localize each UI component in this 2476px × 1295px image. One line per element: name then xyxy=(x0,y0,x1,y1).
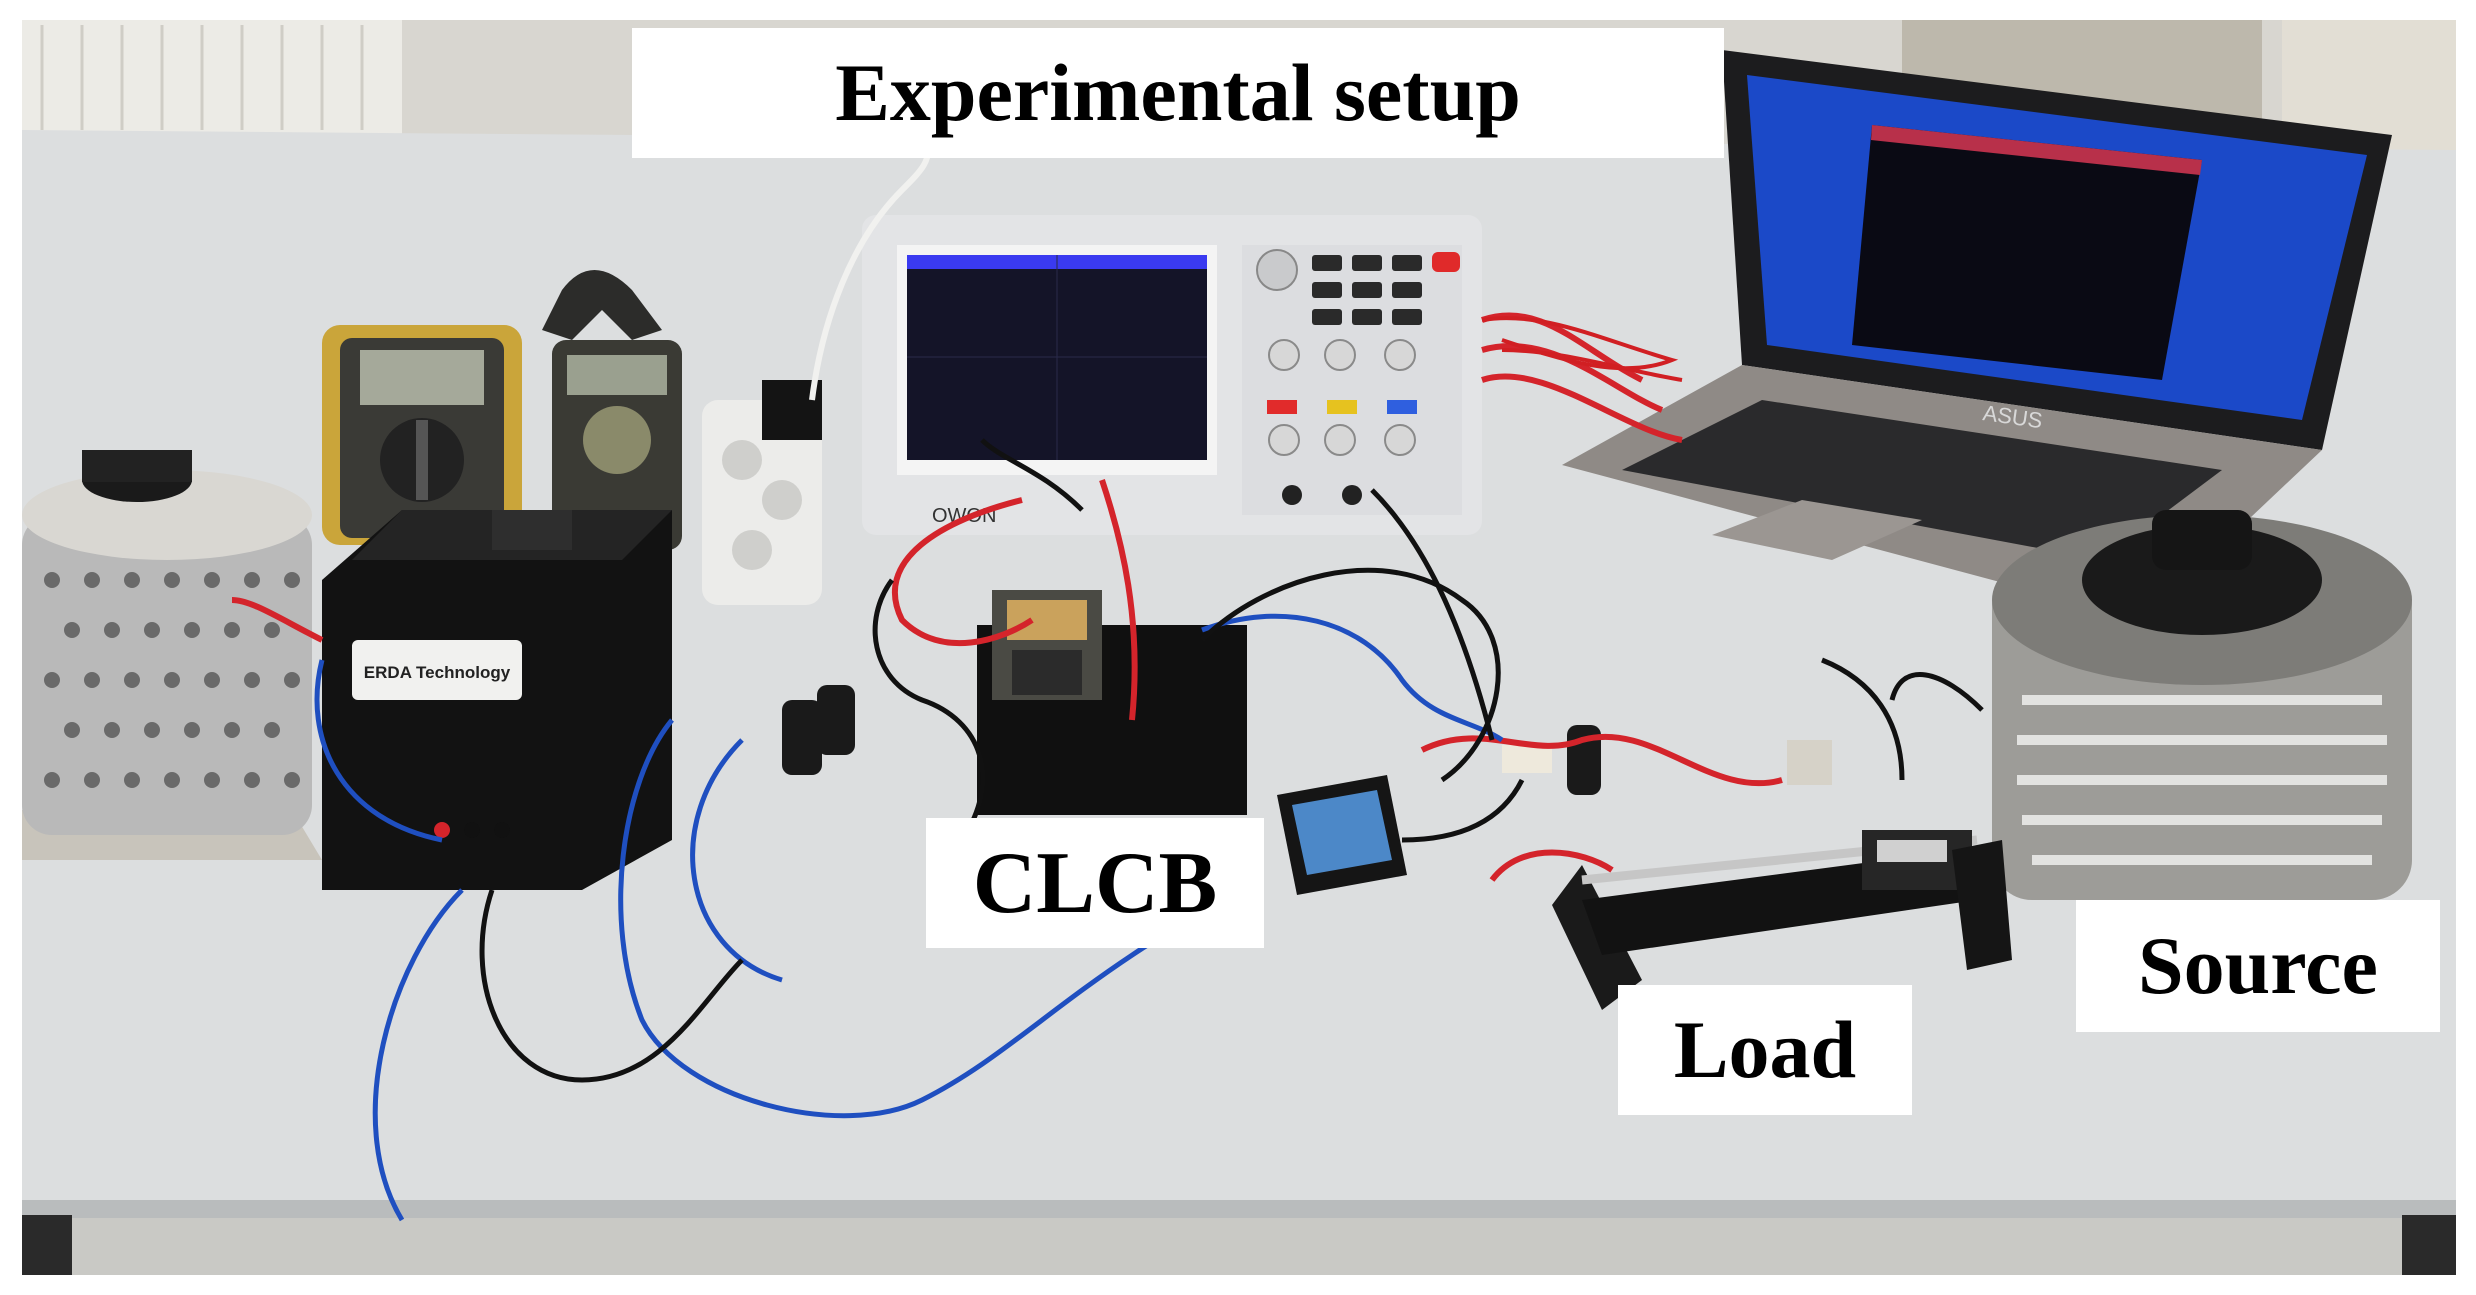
table-edge xyxy=(22,1200,2456,1218)
rheostat-load xyxy=(1552,830,2012,1010)
digital-multimeter xyxy=(322,325,522,545)
source-variac xyxy=(1992,510,2412,900)
clcb-control-box: ERDA Technology xyxy=(322,510,672,890)
blue-wires xyxy=(314,613,1504,1222)
black-wires xyxy=(479,438,1984,1083)
power-strip xyxy=(702,380,822,605)
white-cable xyxy=(809,139,932,401)
oscilloscope: OWON xyxy=(862,215,1482,535)
lab-photo: ERDA Technology OWON xyxy=(22,20,2456,1275)
laptop: ASUS xyxy=(1562,50,2392,620)
solid-state-relay xyxy=(1277,775,1407,895)
table-leg-left xyxy=(22,1215,72,1275)
floor xyxy=(22,1210,2456,1275)
clcb-transformer xyxy=(977,590,1247,815)
terminal-blocks xyxy=(1502,740,1832,785)
left-variac xyxy=(22,450,322,860)
scope-grid xyxy=(907,255,1207,460)
probe-cable-red-coil xyxy=(1481,316,1683,382)
table-leg-right xyxy=(2402,1215,2456,1275)
source-label: Source xyxy=(2076,900,2440,1032)
radiator xyxy=(22,20,402,135)
radiator-fins xyxy=(40,25,364,130)
title-label: Experimental setup xyxy=(632,28,1724,158)
clcb-label: CLCB xyxy=(926,818,1264,948)
load-label: Load xyxy=(1618,985,1912,1115)
box-sticker-text: ERDA Technology xyxy=(364,663,511,682)
clamp-meter xyxy=(542,270,682,550)
